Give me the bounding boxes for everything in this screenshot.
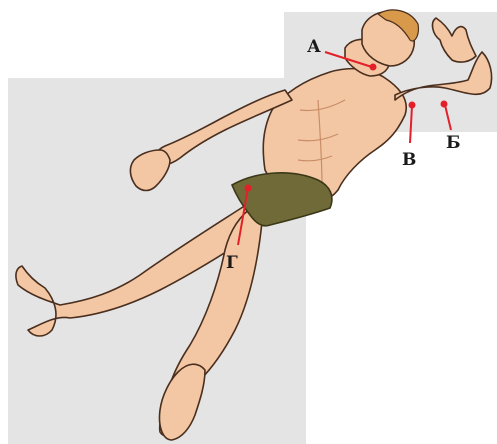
label-g: Г: [226, 253, 238, 273]
background-panel-left: [8, 78, 306, 444]
marker-v-dot: [409, 102, 416, 109]
label-b: Б: [446, 133, 461, 153]
marker-g-dot: [245, 185, 252, 192]
label-v: В: [402, 150, 416, 170]
label-a: А: [307, 37, 321, 57]
marker-a-dot: [370, 64, 377, 71]
marker-b-dot: [441, 101, 448, 108]
